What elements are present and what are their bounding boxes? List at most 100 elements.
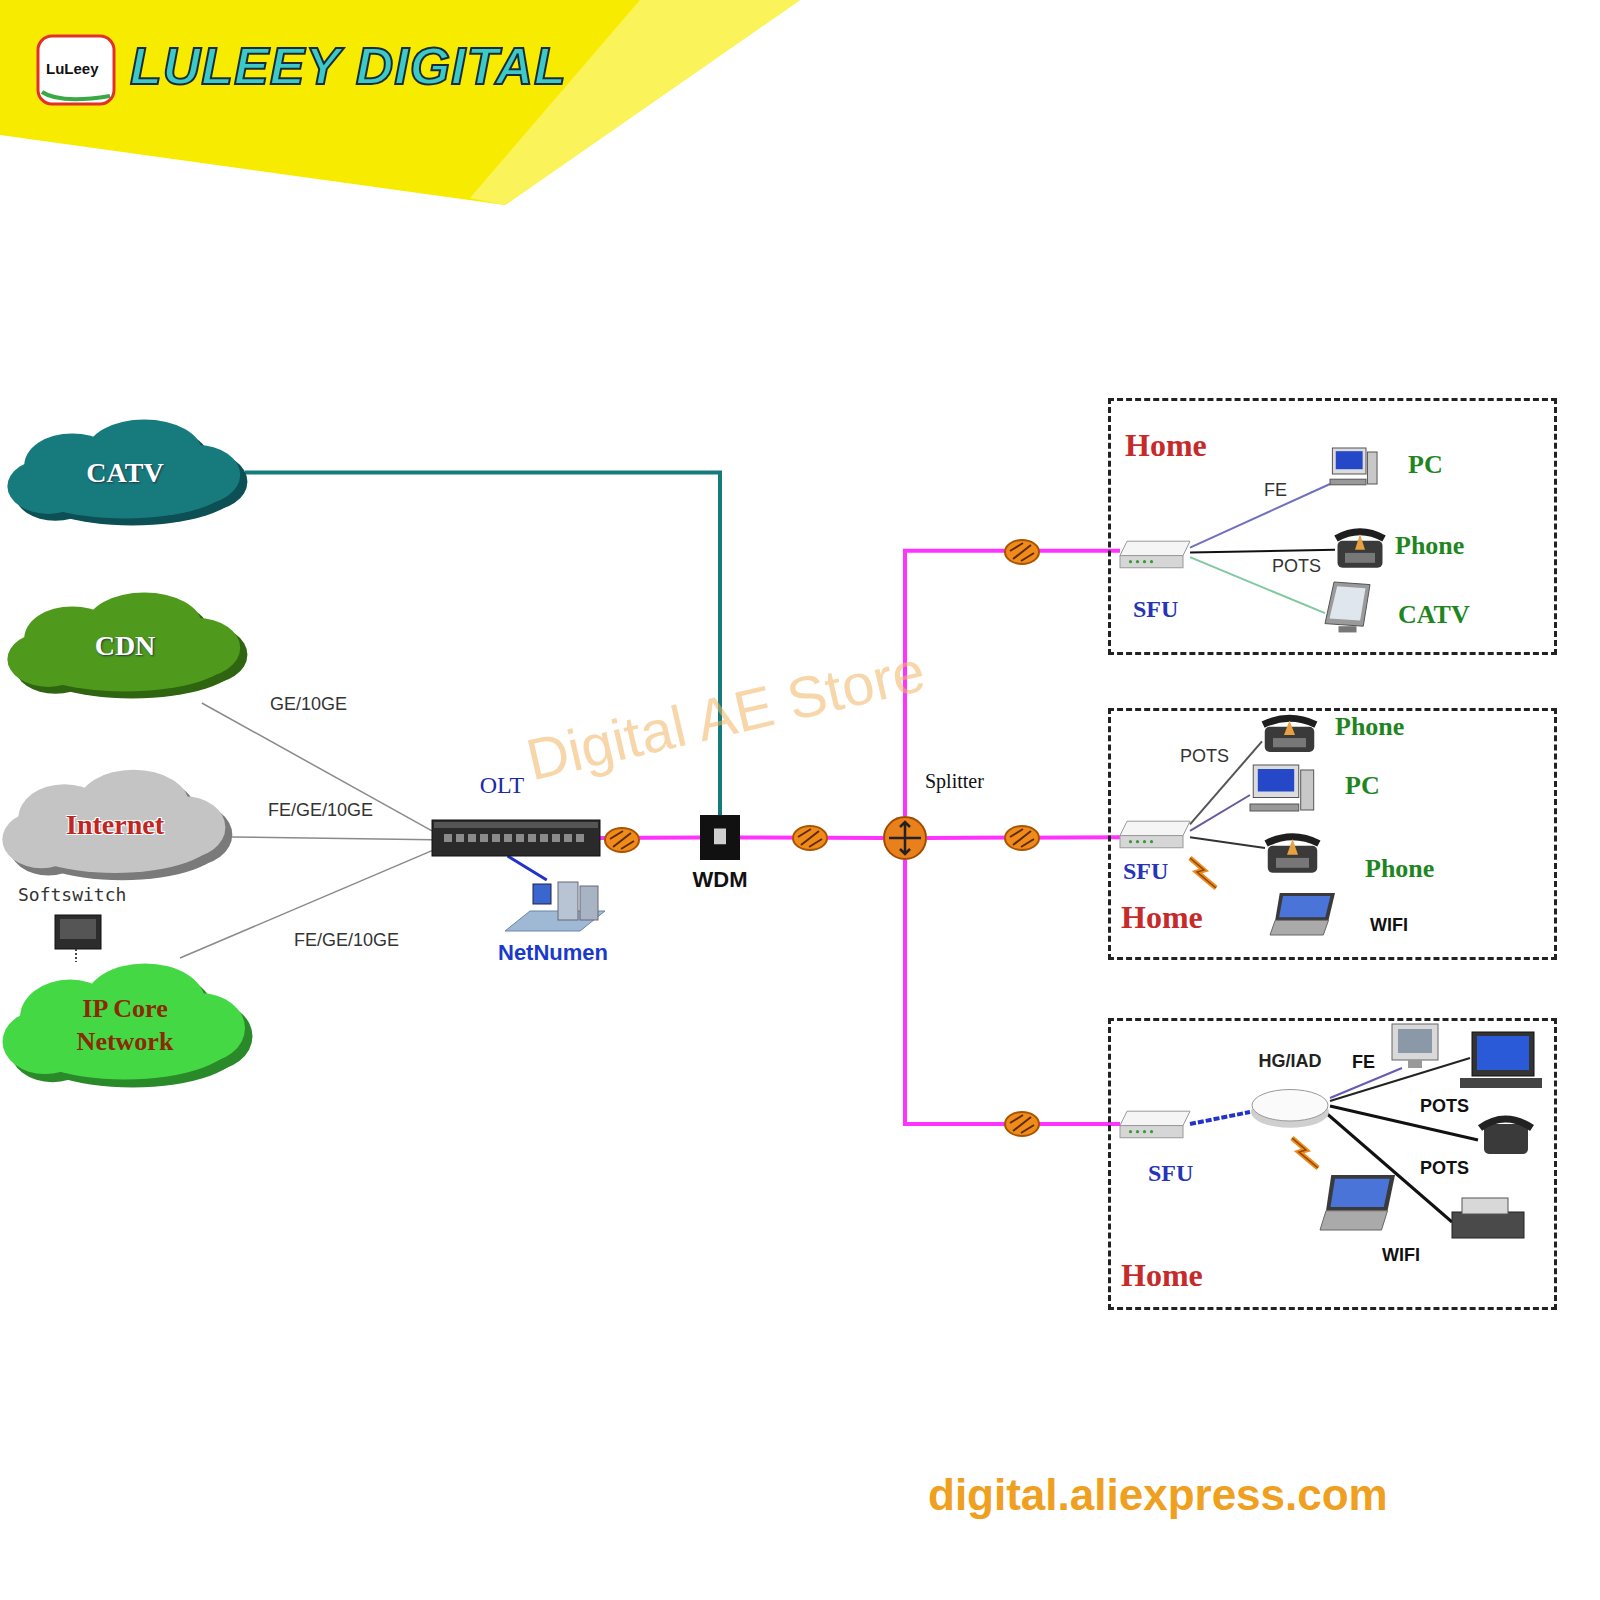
fiber-connector [793, 826, 827, 850]
connector-line [1190, 795, 1250, 831]
text-wrap: WIFI [1370, 915, 1408, 936]
text-wrap: Phone [1335, 712, 1404, 742]
label-wrap: LuLeey [46, 60, 99, 78]
router-led [1136, 840, 1139, 843]
phone-icon: Phone [1262, 712, 1317, 754]
text-wrap: Home [1125, 427, 1207, 464]
connector-line [180, 851, 432, 958]
home-label: Home [1125, 427, 1207, 463]
link-label: FE/GE/10GE [266, 800, 375, 820]
olt-port [540, 834, 548, 842]
olt-port [468, 834, 476, 842]
device-label: PC [1345, 771, 1380, 800]
link-label: GE/10GE [268, 694, 349, 714]
brand-name: LULEEY DIGITAL [130, 37, 567, 95]
olt-port [504, 834, 512, 842]
olt-port [480, 834, 488, 842]
pc-icon [1330, 448, 1378, 488]
fiber-connector [1005, 540, 1039, 564]
device-label: Softswitch [18, 884, 126, 905]
fiber-connector [1005, 1112, 1039, 1136]
laptop-lid [1326, 1175, 1395, 1211]
logo-text: LuLeey [46, 60, 99, 77]
text-wrap: Internet [0, 765, 230, 885]
netnumen-icon [495, 880, 610, 935]
laptop-icon: WIFI [1270, 893, 1335, 935]
server-box [558, 882, 578, 920]
fax-paper [1462, 1198, 1508, 1214]
olt-port [456, 834, 464, 842]
link-label: POTS [1178, 746, 1231, 766]
home-devices [1325, 1024, 1542, 1238]
connector-line [230, 837, 432, 840]
tv-frame [1325, 582, 1370, 626]
cloud-shape: IP Core Network [0, 958, 250, 1093]
port-label: POTS [1418, 1096, 1471, 1116]
cloud-icon [0, 958, 250, 1093]
router-led [1150, 560, 1153, 563]
tv-stand [1339, 626, 1357, 632]
pc-tower [1367, 452, 1377, 484]
laptop-icon [1270, 893, 1335, 935]
edge-label-wrap: FE/GE/10GE [292, 930, 401, 951]
device-label: Splitter [925, 770, 984, 792]
connector-line [202, 703, 432, 831]
device-label: OLT [480, 772, 524, 798]
pc-tower [1301, 770, 1314, 810]
text-wrap: PC [1345, 771, 1380, 801]
text-wrap: WDM [693, 867, 748, 893]
watermark-url: digital.aliexpress.com [928, 1470, 1388, 1519]
pc-screen [1477, 1036, 1529, 1070]
label-wrap: LULEEY DIGITAL [130, 36, 567, 96]
device-label: Phone [1365, 854, 1434, 883]
phone-mark [1284, 720, 1295, 735]
home-label: Home [1121, 1257, 1203, 1293]
device-label: PC [1408, 450, 1443, 479]
router-top [1120, 821, 1190, 835]
connector-line [1190, 1112, 1250, 1124]
olt-port [528, 834, 536, 842]
text-wrap: HG/IAD [1259, 1051, 1322, 1072]
pc-screen [1258, 769, 1294, 792]
text-wrap: CATV [5, 415, 245, 530]
router-front [1120, 836, 1183, 848]
splitter-icon [883, 816, 927, 860]
connector-line [905, 860, 1120, 1124]
device-label: WIFI [1370, 915, 1408, 935]
olt-icon [432, 820, 600, 856]
laptop-screen [1279, 896, 1330, 917]
text-wrap: SFU [1133, 596, 1178, 623]
banner-band [0, 0, 800, 205]
home-box: HomeSFUPCPhoneCATV [1108, 398, 1557, 655]
cloud-body [2, 770, 225, 873]
laptop-base [1320, 1211, 1388, 1230]
router-led [1136, 1130, 1139, 1133]
phone-icon [1265, 830, 1320, 875]
phone-icon: Phone [1265, 830, 1320, 875]
router-top [1120, 1111, 1190, 1125]
label-wrap: POTS [1418, 1158, 1471, 1179]
label-wrap: FE [1350, 1052, 1377, 1073]
text-wrap: PC [1408, 450, 1443, 480]
softswitch-box [55, 915, 101, 949]
text-wrap: Phone [1395, 531, 1464, 561]
phone-icon [1335, 525, 1385, 570]
cloud-body [7, 420, 240, 519]
router-led [1143, 560, 1146, 563]
gateway-device: HG/IAD [1250, 1085, 1330, 1130]
hg-icon [1250, 1085, 1330, 1130]
cloud-label: IP Core Network [60, 993, 190, 1058]
device-label: Phone [1395, 531, 1464, 560]
edge-label-wrap: POTS [1178, 746, 1231, 767]
text-wrap: Home [1121, 899, 1203, 936]
router-top [1120, 541, 1190, 555]
phone-keys [1273, 738, 1306, 747]
cloud-shape: CDN [5, 588, 245, 703]
banner [0, 0, 800, 205]
edge-label-wrap: GE/10GE [268, 694, 349, 715]
phone-keys [1345, 553, 1375, 563]
pc-monitor [1332, 448, 1366, 474]
sfu-device: SFU [1120, 818, 1190, 850]
device-label: SFU [1123, 858, 1168, 884]
phone-mark [1287, 839, 1298, 855]
